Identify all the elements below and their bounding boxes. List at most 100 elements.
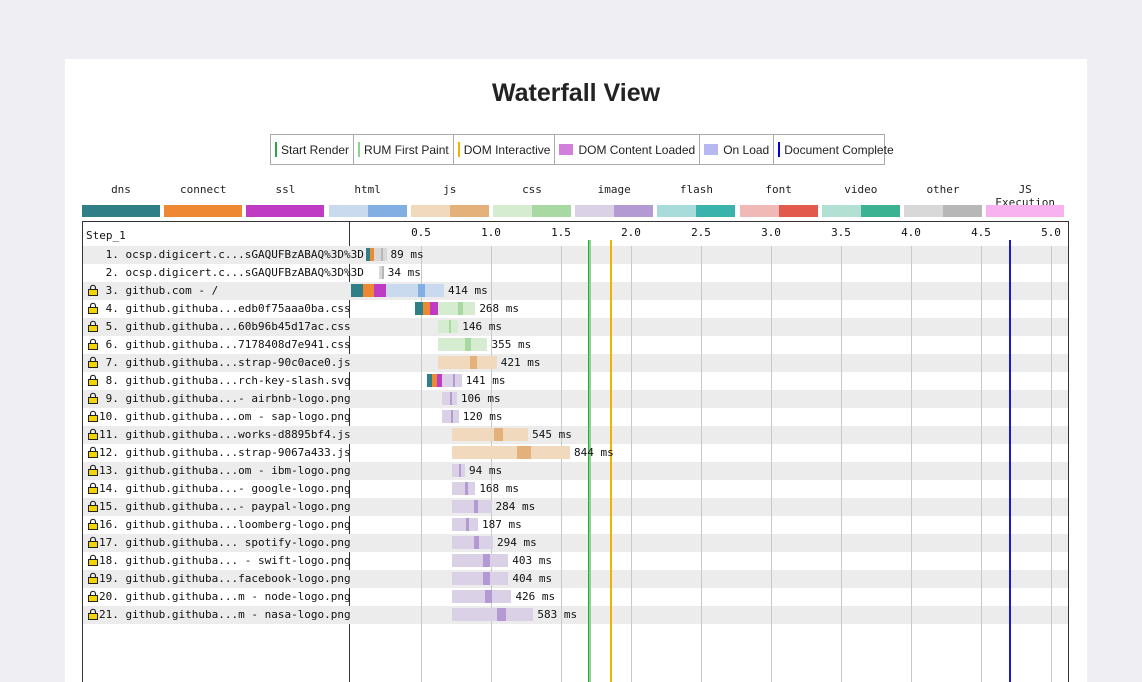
request-bar[interactable] (437, 338, 488, 351)
phase-dns (415, 302, 423, 315)
download-segment (484, 590, 492, 603)
request-row-label[interactable]: 20. github.githuba...m - node-logo.png (87, 588, 351, 606)
label-divider (349, 222, 350, 682)
request-row-label[interactable]: 3. github.com - / (87, 282, 345, 300)
legend-swatch (275, 142, 277, 157)
request-row-label[interactable]: 1. ocsp.digicert.c...sGAQUFBzABAQ%3D%3D (87, 246, 364, 264)
legend-label: On Load (723, 142, 770, 157)
request-bar[interactable] (437, 320, 459, 333)
request-row-label[interactable]: 16. github.githuba...loomberg-logo.png (87, 516, 351, 534)
request-bar[interactable] (451, 554, 509, 567)
request-row-label[interactable]: 6. github.githuba...7178408d7e941.css (87, 336, 351, 354)
request-number: 6. (99, 338, 119, 351)
request-bar[interactable] (451, 518, 478, 531)
request-bar[interactable] (379, 266, 384, 279)
page-title: Waterfall View (491, 79, 661, 107)
request-duration: 168 ms (479, 482, 520, 495)
download-segment (496, 608, 507, 621)
request-number: 10. (99, 410, 119, 423)
legend-swatch (457, 142, 460, 157)
request-space (119, 338, 126, 351)
request-row-label[interactable]: 2. ocsp.digicert.c...sGAQUFBzABAQ%3D%3D (87, 264, 364, 282)
request-bar[interactable] (451, 572, 509, 585)
request-name: github.githuba...- google-logo.png (125, 482, 351, 495)
legend-label: Start Render (281, 142, 350, 157)
request-bar[interactable] (451, 428, 529, 441)
request-row-label[interactable]: 10. github.githuba...om - sap-logo.png (87, 408, 351, 426)
time-gridline (841, 246, 842, 682)
download-segment (452, 374, 456, 387)
request-bar[interactable] (451, 464, 465, 477)
lock-icon (87, 302, 99, 314)
request-number: 3. (99, 284, 119, 297)
request-bar[interactable] (415, 302, 476, 315)
request-duration: 187 ms (481, 518, 522, 531)
request-duration: 106 ms (460, 392, 501, 405)
request-space (119, 572, 126, 585)
phase-connect (362, 284, 375, 297)
request-row-label[interactable]: 21. github.githuba...m - nasa-logo.png (87, 606, 351, 624)
request-bar[interactable] (451, 590, 512, 603)
resource-type-swatch (493, 205, 571, 217)
request-row-label[interactable]: 8. github.githuba...rch-key-slash.svg (87, 372, 351, 390)
request-row-label[interactable]: 7. github.githuba...strap-90c0ace0.js (87, 354, 351, 372)
phase-connect (422, 302, 431, 315)
download-segment (493, 428, 503, 441)
request-bar[interactable] (451, 500, 492, 513)
request-space (119, 500, 126, 513)
download-segment (451, 410, 454, 423)
resource-type-label: other (926, 183, 960, 196)
request-number: 2. (99, 266, 119, 279)
request-row-label[interactable]: 18. github.githuba... - swift-logo.png (87, 552, 351, 570)
row-background (83, 246, 1068, 264)
resource-type-swatch (821, 205, 900, 217)
request-name: github.githuba...om - ibm-logo.png (125, 464, 351, 477)
time-tick-label: 3.0 (761, 226, 781, 239)
request-duration: 94 ms (468, 464, 503, 477)
legend-swatch (704, 144, 719, 155)
request-name: github.githuba...edb0f75aaa0ba.css (125, 302, 351, 315)
request-row-label[interactable]: 17. github.githuba... spotify-logo.png (87, 534, 351, 552)
request-bar[interactable] (451, 482, 476, 495)
request-row-label[interactable]: 12. github.githuba...strap-9067a433.js (87, 444, 351, 462)
request-number: 18. (99, 554, 119, 567)
request-space (119, 428, 126, 441)
request-number: 21. (99, 608, 119, 621)
request-name: github.githuba...rch-key-slash.svg (125, 374, 351, 387)
request-duration: 141 ms (465, 374, 506, 387)
time-gridline (561, 246, 562, 682)
request-bar[interactable] (366, 248, 387, 261)
request-number: 1. (99, 248, 119, 261)
request-bar[interactable] (442, 410, 459, 423)
request-space (119, 284, 126, 297)
request-bar[interactable] (437, 356, 497, 369)
request-row-label[interactable]: 5. github.githuba...60b96b45d17ac.css (87, 318, 351, 336)
request-row-label[interactable]: 13. github.githuba...om - ibm-logo.png (87, 462, 351, 480)
request-row-label[interactable]: 9. github.githuba...- airbnb-logo.png (87, 390, 351, 408)
legend-swatch (778, 142, 781, 157)
request-row-label[interactable]: 19. github.githuba...facebook-logo.png (87, 570, 351, 588)
request-row-label[interactable]: 11. github.githuba...works-d8895bf4.js (87, 426, 351, 444)
request-name: github.githuba...60b96b45d17ac.css (125, 320, 351, 333)
request-space (119, 356, 126, 369)
request-bar[interactable] (351, 284, 444, 297)
request-duration: 355 ms (491, 338, 532, 351)
request-bar[interactable] (442, 392, 457, 405)
request-row-label[interactable]: 15. github.githuba...- paypal-logo.png (87, 498, 351, 516)
request-row-label[interactable]: 4. github.githuba...edb0f75aaa0ba.css (87, 300, 351, 318)
request-bar[interactable] (451, 536, 493, 549)
request-number: 11. (99, 428, 119, 441)
download-segment (459, 464, 462, 477)
request-bar[interactable] (451, 446, 570, 459)
resource-type-swatch (246, 205, 325, 217)
request-bar[interactable] (426, 374, 462, 387)
request-name: github.githuba...strap-90c0ace0.js (125, 356, 351, 369)
marker-start-render (587, 240, 590, 682)
time-gridline (981, 246, 982, 682)
request-bar[interactable] (451, 608, 534, 621)
request-row-label[interactable]: 14. github.githuba...- google-logo.png (87, 480, 351, 498)
request-number: 7. (99, 356, 119, 369)
resource-type-swatch (657, 205, 736, 217)
request-number: 17. (99, 536, 119, 549)
